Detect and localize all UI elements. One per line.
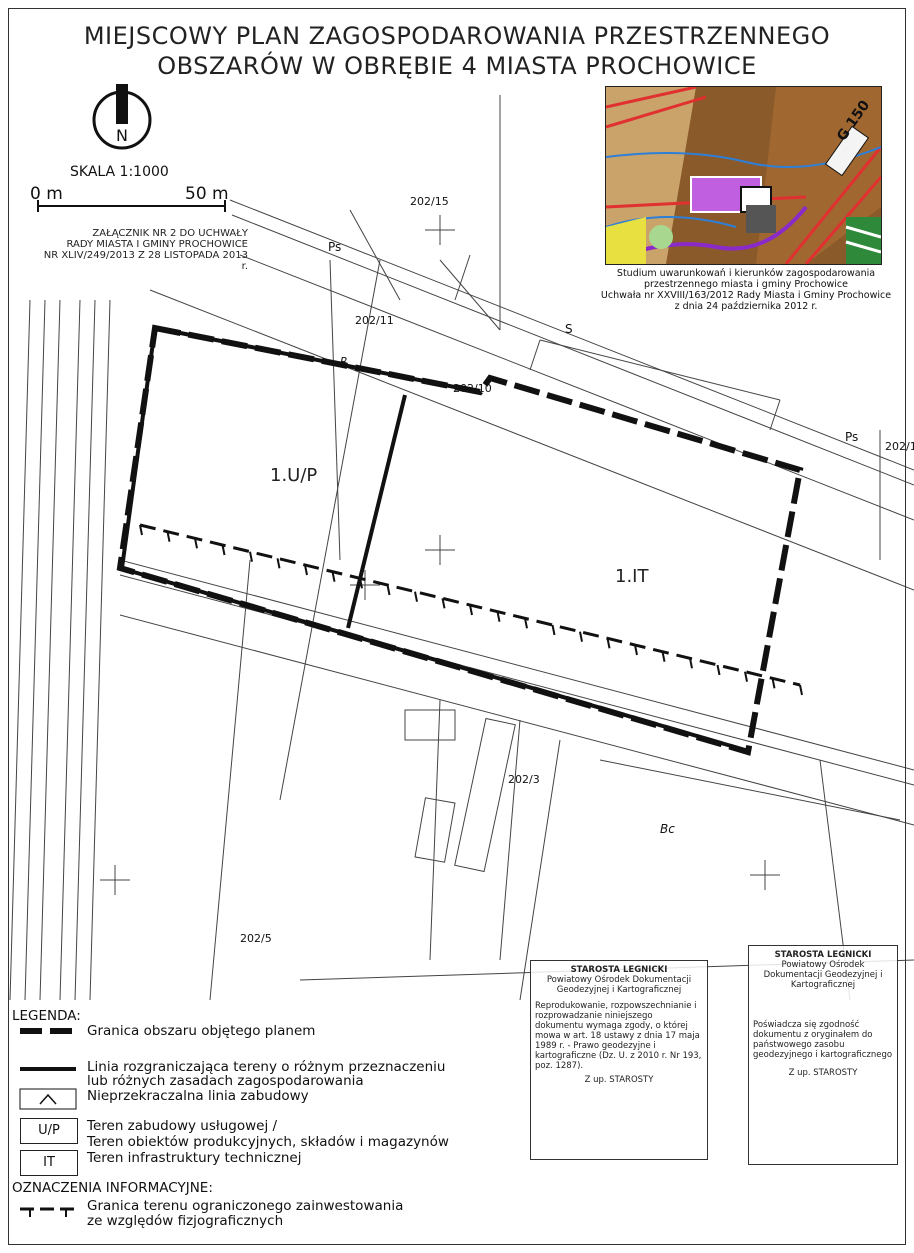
building-line-tick bbox=[661, 651, 666, 662]
legend-header: LEGENDA: bbox=[12, 1008, 81, 1024]
land-label: S bbox=[565, 322, 573, 336]
scale-bar bbox=[37, 200, 226, 212]
annex-line3: NR XLIV/249/2013 Z 28 LISTOPADA 2013 r. bbox=[43, 250, 248, 272]
annex-line1: ZAŁĄCZNIK NR 2 DO UCHWAŁY bbox=[92, 228, 248, 239]
stamp-right-title: STAROSTA LEGNICKI bbox=[774, 950, 872, 960]
legend-item-plan-boundary: Granica obszaru objętego planem bbox=[87, 1023, 316, 1039]
study-inset-map: G 150 bbox=[605, 86, 882, 265]
north-letter: N bbox=[116, 126, 128, 145]
scale-end: 50 m bbox=[185, 184, 229, 204]
building-line-tick bbox=[359, 578, 363, 589]
zone-division-lines bbox=[119, 326, 746, 752]
parcel-label: 202/5 bbox=[240, 932, 272, 945]
building-line-tick bbox=[469, 604, 473, 616]
annex-note: ZAŁĄCZNIK NR 2 DO UCHWAŁY RADY MIASTA I … bbox=[36, 228, 248, 272]
building-line-tick bbox=[524, 618, 528, 629]
building-line-tick bbox=[249, 551, 253, 562]
building-line-tick bbox=[441, 598, 446, 609]
land-label: Ps bbox=[328, 240, 342, 254]
building-line-tick bbox=[414, 591, 418, 602]
inset-caption-line4: z dnia 24 października 2012 r. bbox=[674, 301, 818, 312]
legend-symbols bbox=[19, 1028, 77, 1217]
building-line-tick bbox=[386, 584, 391, 596]
map-title-line1: MIEJSCOWY PLAN ZAGOSPODAROWANIA PRZESTRZ… bbox=[83, 22, 831, 50]
building-line-tick bbox=[276, 558, 281, 569]
building-line-tick bbox=[799, 684, 803, 696]
scale-start: 0 m bbox=[30, 184, 63, 204]
stamp-left: STAROSTA LEGNICKI Powiatowy Ośrodek Doku… bbox=[530, 960, 708, 1160]
legend-item-up-1: Teren zabudowy usługowej / bbox=[87, 1118, 278, 1134]
parcel-label: 202/11 bbox=[355, 314, 394, 327]
legend-item-building-line: Nieprzekraczalna linia zabudowy bbox=[87, 1088, 309, 1104]
stamp-right-body: Poświadcza się zgodność dokumentu z oryg… bbox=[753, 1020, 893, 1060]
building-line-tick bbox=[579, 631, 583, 642]
stamp-left-sign: Z up. STAROSTY bbox=[584, 1075, 654, 1085]
cadastral-lines bbox=[9, 95, 914, 1001]
legend-symbol-up: U/P bbox=[20, 1118, 78, 1144]
building-line-ticks bbox=[139, 524, 803, 696]
inset-drawing bbox=[606, 87, 881, 264]
scale-label: SKALA 1:1000 bbox=[70, 164, 169, 180]
north-arrow-icon bbox=[92, 84, 152, 150]
building-line-tick bbox=[689, 658, 693, 669]
stamp-right-sub: Powiatowy Ośrodek Dokumentacji Geodezyjn… bbox=[763, 960, 883, 990]
legend-item-it: Teren infrastruktury technicznej bbox=[87, 1150, 302, 1166]
parcel-label: 202/3 bbox=[508, 773, 540, 786]
inset-caption: Studium uwarunkowań i kierunków zagospod… bbox=[596, 268, 896, 312]
legend-info-header: OZNACZENIA INFORMACYJNE: bbox=[12, 1180, 213, 1196]
stamp-right: STAROSTA LEGNICKI Powiatowy Ośrodek Doku… bbox=[748, 945, 898, 1165]
stamp-left-sub: Powiatowy Ośrodek Dokumentacji Geodezyjn… bbox=[546, 975, 692, 995]
building-line-tick bbox=[331, 571, 336, 582]
land-label: R bbox=[340, 355, 348, 368]
zone-label-up: 1.U/P bbox=[270, 465, 318, 486]
building-line-tick bbox=[304, 564, 308, 576]
building-line-tick bbox=[496, 611, 501, 622]
land-label: Ps bbox=[845, 430, 859, 444]
building-line-tick bbox=[194, 538, 198, 549]
building-line-tick bbox=[634, 644, 638, 656]
legend-symbol-it: IT bbox=[20, 1150, 78, 1176]
map-title-line2: OBSZARÓW W OBRĘBIE 4 MIASTA PROCHOWICE bbox=[157, 52, 757, 80]
annex-line2: RADY MIASTA I GMINY PROCHOWICE bbox=[66, 239, 248, 250]
building-line-tick bbox=[744, 671, 748, 682]
inset-caption-line1: Studium uwarunkowań i kierunków zagospod… bbox=[616, 268, 876, 279]
building-line-tick bbox=[166, 531, 171, 542]
building-line-tick bbox=[716, 664, 721, 676]
parcel-label: 202/12 bbox=[885, 440, 914, 453]
stamp-right-sign: Z up. STAROSTY bbox=[788, 1068, 858, 1078]
inset-caption-line3: Uchwała nr XXVIII/163/2012 Rady Miasta i… bbox=[600, 290, 892, 301]
zone-label-it: 1.IT bbox=[615, 566, 649, 587]
stamp-left-title: STAROSTA LEGNICKI bbox=[570, 965, 668, 975]
parcel-label: 202/15 bbox=[410, 195, 449, 208]
building-line-tick bbox=[606, 638, 611, 649]
legend-info-item-2: ze względów fizjograficznych bbox=[87, 1213, 284, 1229]
legend-item-zone-line-1: Linia rozgraniczająca tereny o różnym pr… bbox=[87, 1059, 446, 1075]
building-line-tick bbox=[771, 678, 776, 689]
stamp-left-body: Reprodukowanie, rozpowszechnianie i rozp… bbox=[535, 1001, 702, 1071]
building-line-tick bbox=[139, 524, 143, 536]
building-line-tick bbox=[221, 544, 226, 556]
legend-item-up-2: Teren obiektów produkcyjnych, składów i … bbox=[87, 1134, 449, 1150]
building-line-tick bbox=[551, 624, 556, 636]
parcel-label: 202/10 bbox=[453, 382, 492, 395]
inset-caption-line2: przestrzennego miasta i gminy Prochowice bbox=[643, 279, 848, 290]
legend-info-item-1: Granica terenu ograniczonego zainwestowa… bbox=[87, 1198, 404, 1214]
legend-item-zone-line-2: lub różnych zasadach zagospodarowania bbox=[87, 1073, 364, 1089]
land-label: Bc bbox=[660, 822, 675, 836]
